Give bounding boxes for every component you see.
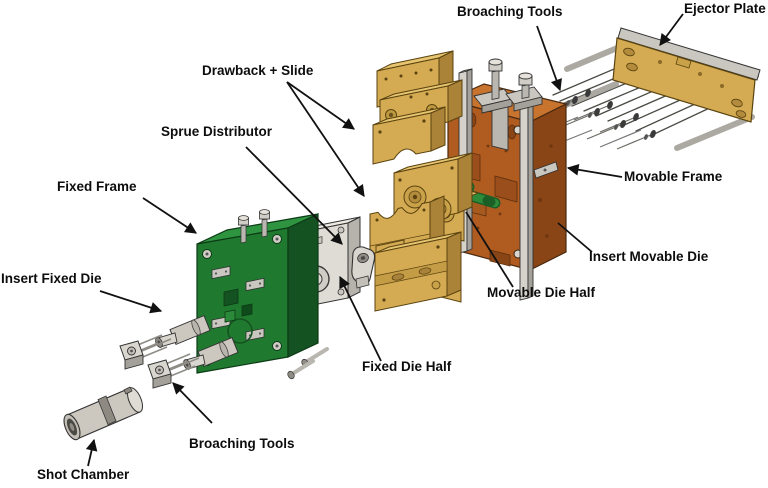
frame-top-clamps (473, 58, 543, 114)
label-ejector-plate: Ejector Plate (684, 1, 766, 16)
label-sprue-distributor: Sprue Distributor (161, 124, 273, 139)
leader-insert-fixed-die (99, 290, 163, 314)
slide-lower-part (374, 231, 462, 312)
leader-broaching-tools-top (536, 25, 562, 92)
drawback-lower-part (369, 195, 445, 255)
leader-insert-movable-die (557, 222, 593, 253)
leader-movable-frame (566, 163, 623, 178)
leader-movable-die-half (465, 211, 514, 288)
label-fixed-frame: Fixed Frame (57, 179, 137, 194)
label-broaching-tools-bottom: Broaching Tools (189, 436, 295, 451)
leader-shot-chamber (85, 438, 98, 467)
ejector-plate-holes (623, 47, 747, 118)
broach-square-1 (119, 334, 172, 370)
leader-broaching-tools-bottom (172, 382, 213, 424)
ejector-plate-part (552, 27, 761, 151)
sprue-distributor-part (351, 246, 376, 289)
fixed-frame-pockets (223, 288, 253, 344)
leader-drawback-slide-2 (286, 81, 365, 197)
leader-fixed-frame (142, 197, 197, 234)
leader-drawback-slide-1 (286, 81, 355, 130)
shot-chamber-part (63, 386, 144, 441)
fixed-frame-part (196, 209, 319, 374)
label-movable-die-half: Movable Die Half (487, 285, 596, 300)
leader-ejector-plate (659, 13, 684, 46)
label-broaching-tools-top: Broaching Tools (457, 4, 563, 19)
leader-sprue-distributor (245, 146, 343, 245)
drawback-slide-parts (369, 50, 473, 312)
label-insert-fixed-die: Insert Fixed Die (1, 271, 102, 286)
label-movable-frame: Movable Frame (624, 169, 723, 184)
label-insert-movable-die: Insert Movable Die (589, 249, 709, 264)
label-shot-chamber: Shot Chamber (37, 467, 130, 482)
label-drawback-slide: Drawback + Slide (202, 63, 314, 78)
leader-lines (85, 13, 684, 467)
loose-bolts (287, 347, 329, 380)
label-fixed-die-half: Fixed Die Half (362, 359, 452, 374)
drawback-upper-part (372, 106, 446, 165)
leader-fixed-die-half (339, 275, 382, 362)
guide-rail-right (519, 101, 534, 301)
fixed-frame-top-bolts (238, 209, 270, 244)
broach-square-2 (147, 353, 200, 389)
broaching-tools-bottom-part (119, 334, 200, 389)
